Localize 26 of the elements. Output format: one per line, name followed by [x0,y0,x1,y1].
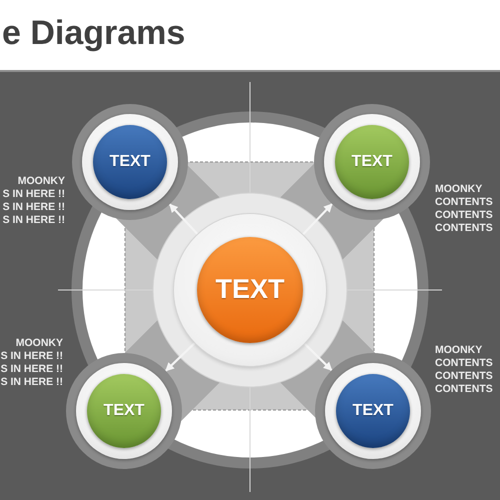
arrow [303,342,332,372]
node-label: TEXT [352,402,394,420]
side-text: S IN HERE !! [2,188,65,201]
node-label: TEXT [352,153,392,171]
side-text: CONTENTS [435,222,493,235]
side-text: S IN HERE !! [2,201,65,214]
node-label: TEXT [215,275,284,305]
diagram-title: e Diagrams [2,13,186,53]
side-text: CONTENTS [435,383,493,396]
side-text: CONTENTS [435,357,493,370]
node-label: TEXT [104,402,144,420]
side-text: S IN HERE !! [0,376,63,389]
side-text: CONTENTS [435,209,493,222]
side-text: CONTENTS [435,196,493,209]
side-heading: MOONKY [16,337,63,350]
arrow [165,342,196,372]
side-text: CONTENTS [435,370,493,383]
side-text: S IN HERE !! [0,350,63,363]
side-heading: MOONKY [435,344,482,357]
side-heading: MOONKY [18,175,65,188]
side-text: S IN HERE !! [0,363,63,376]
side-text: S IN HERE !! [2,214,65,227]
arrow [168,204,199,236]
arrow [302,203,333,236]
node-label: TEXT [110,153,150,171]
side-heading: MOONKY [435,183,482,196]
